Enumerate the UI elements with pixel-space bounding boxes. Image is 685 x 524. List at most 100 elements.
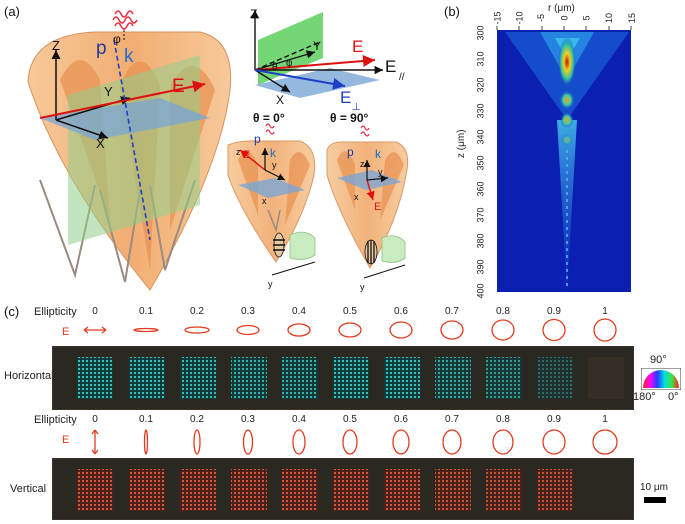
polarization-ellipse-icon bbox=[342, 429, 358, 455]
r-tick-label: 10 bbox=[604, 12, 615, 24]
theta0-x: x bbox=[262, 196, 267, 206]
polarization-ellipse-icon bbox=[392, 429, 410, 455]
theta90-title: θ = 90° bbox=[330, 111, 369, 125]
inset-e-par: E bbox=[385, 57, 396, 76]
ellipticity-value: 0.1 bbox=[139, 414, 153, 425]
z-tick-label: 370 bbox=[475, 207, 486, 223]
polarization-ellipse-icon bbox=[442, 429, 462, 455]
horizontal-row-label: Horizontal bbox=[4, 370, 54, 382]
horizontal-strip bbox=[52, 346, 634, 410]
polarization-ellipse-icon bbox=[440, 320, 464, 340]
ellipticity-values-row2: 0 0.1 0.2 0.3 0.4 0.5 0.6 0.7 0.8 0.9 1 bbox=[80, 414, 640, 428]
inset-par-sym: // bbox=[399, 72, 405, 83]
z-tick-label: 360 bbox=[475, 181, 486, 197]
axis-x: X bbox=[96, 136, 105, 151]
inset-theta: θ bbox=[272, 62, 278, 73]
z-tick-label: 390 bbox=[475, 259, 486, 275]
polarization-ellipse-icon bbox=[492, 429, 514, 455]
theta0-e: E bbox=[243, 149, 250, 161]
e-label-row1: E bbox=[62, 326, 70, 338]
z-tick-label: 400 bbox=[475, 283, 486, 299]
theta90-p: p bbox=[347, 145, 354, 159]
vector-k: k bbox=[124, 46, 134, 67]
polarization-ellipse-icon bbox=[193, 429, 201, 455]
ellipticity-value: 0 bbox=[92, 306, 98, 317]
axis-z: Z bbox=[52, 38, 60, 53]
z-tick-labels: 300 310 320 330 340 350 360 370 380 390 … bbox=[473, 25, 495, 299]
ellipticity-value: 0.4 bbox=[292, 306, 306, 317]
polarization-circle-icon bbox=[593, 318, 617, 342]
polarization-ellipse-icon bbox=[542, 429, 566, 455]
ellipticity-value: 0.7 bbox=[445, 414, 459, 425]
inset-coordinate-diagram bbox=[250, 10, 383, 98]
panel-c-label: (c) bbox=[4, 304, 20, 319]
polarization-ellipse-icon bbox=[287, 323, 311, 337]
polarization-ellipse-icon bbox=[236, 324, 260, 336]
pulse-icon bbox=[112, 10, 138, 40]
colorwheel-top-label: 90° bbox=[650, 354, 667, 366]
ellipticity-value: 0.5 bbox=[343, 306, 357, 317]
theta90-y2: y bbox=[360, 282, 365, 292]
polarization-ellipse-icon bbox=[292, 429, 306, 455]
axis-y: Y bbox=[104, 84, 113, 99]
inset-e: E bbox=[352, 37, 363, 56]
theta0-y: y bbox=[272, 160, 277, 170]
inset-axis-y: Y bbox=[313, 39, 321, 53]
ellipticity-value: 0.4 bbox=[292, 414, 306, 425]
inset-axis-z: Z bbox=[250, 7, 257, 21]
theta0-z: z bbox=[236, 147, 241, 157]
ellipticity-value: 0.3 bbox=[241, 414, 255, 425]
panel-a-label: (a) bbox=[4, 4, 20, 19]
r-tick-label: -10 bbox=[514, 11, 525, 25]
polarization-ellipse-icon bbox=[184, 326, 210, 334]
r-tick-label: -5 bbox=[536, 13, 547, 23]
ellipticity-value: 0.8 bbox=[496, 306, 510, 317]
e-label-row2: E bbox=[62, 434, 70, 446]
polarization-ellipses-horizontal bbox=[83, 318, 617, 342]
z-tick-label: 300 bbox=[475, 25, 486, 41]
theta0-y2: y bbox=[268, 279, 273, 289]
theta0-k: k bbox=[270, 146, 277, 160]
polarization-ellipse-icon bbox=[338, 322, 362, 338]
ellipticity-label-row2: Ellipticity bbox=[34, 414, 77, 426]
inset-axis-x: X bbox=[276, 93, 284, 107]
ellipticity-value: 0.5 bbox=[343, 414, 357, 425]
theta90-k: k bbox=[375, 147, 382, 161]
inset-perp-sym: ⊥ bbox=[352, 102, 361, 113]
ellipticity-value: 0.9 bbox=[547, 306, 561, 317]
theta0-title: θ = 0° bbox=[253, 111, 285, 125]
ellipticity-value: 1 bbox=[602, 306, 608, 317]
horizontal-patterns bbox=[77, 357, 624, 399]
colorwheel-icon bbox=[641, 368, 681, 390]
ellipticity-values-row1: 0 0.1 0.2 0.3 0.4 0.5 0.6 0.7 0.8 0.9 1 bbox=[80, 306, 640, 320]
scalebar-label: 10 μm bbox=[640, 482, 668, 493]
panel-a-illustration: Z Y X p k φ E Z Y X θ φ E E // E ⊥ θ = 0… bbox=[27, 7, 409, 292]
theta90-cone bbox=[326, 125, 409, 279]
r-tick-label: 0 bbox=[559, 15, 570, 21]
polarization-ellipse-icon bbox=[389, 321, 413, 339]
ellipticity-value: 0.9 bbox=[547, 414, 561, 425]
r-tick-label: 5 bbox=[581, 15, 592, 21]
ellipticity-value: 0 bbox=[92, 414, 98, 425]
vector-p: p bbox=[96, 38, 107, 59]
theta90-y: y bbox=[378, 167, 383, 177]
z-tick-label: 310 bbox=[475, 51, 486, 67]
theta0-cone bbox=[227, 123, 316, 276]
panel-b-label: (b) bbox=[444, 4, 460, 19]
polarization-ellipse-icon bbox=[143, 429, 149, 455]
r-tick-labels: -15 -10 -5 0 5 10 15 bbox=[486, 10, 646, 30]
angle-phi: φ bbox=[113, 32, 121, 46]
theta90-x: x bbox=[354, 192, 359, 202]
ellipticity-value: 0.7 bbox=[445, 306, 459, 317]
r-tick-label: 15 bbox=[627, 12, 638, 24]
r-axis-label: r (μm) bbox=[548, 3, 575, 14]
scalebar bbox=[644, 497, 666, 503]
ellipticity-value: 0.3 bbox=[241, 306, 255, 317]
ellipticity-value: 0.6 bbox=[394, 414, 408, 425]
theta0-p: p bbox=[254, 132, 261, 146]
z-tick-label: 320 bbox=[475, 77, 486, 93]
colorwheel-left-label: 180° bbox=[633, 391, 656, 403]
ellipticity-value: 0.2 bbox=[190, 414, 204, 425]
inset-e-perp: E bbox=[340, 88, 351, 107]
vector-e: E bbox=[172, 76, 185, 97]
